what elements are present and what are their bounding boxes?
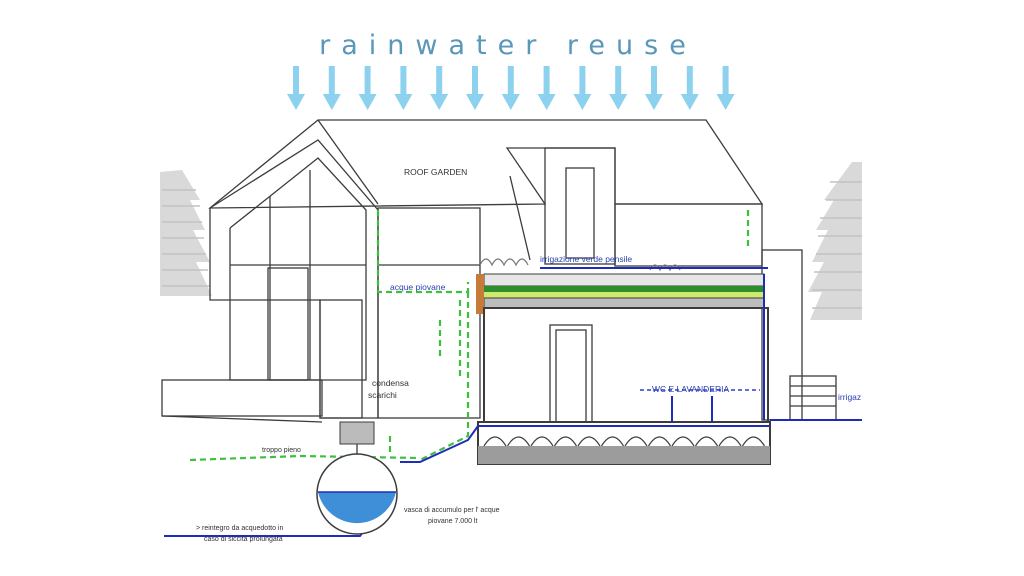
foundation (477, 421, 771, 465)
label-piovane: piovane 7.000 lt (428, 518, 477, 525)
rain-arrow-icon (573, 66, 592, 110)
foundation-arch (718, 436, 742, 447)
rain-arrow-icon (358, 66, 377, 110)
foundation-arch (624, 436, 648, 447)
label-vasca: vasca di accumulo per l' acque (404, 507, 500, 514)
rain-arrow-icon (466, 66, 484, 110)
foundation-arch (553, 436, 578, 447)
rain-arrow-icon (645, 66, 663, 110)
rain-arrow-icon (537, 66, 556, 110)
rain-arrow-icon (716, 66, 735, 110)
rain-arrow-icon (430, 66, 449, 110)
rain-arrow-icon (322, 66, 341, 110)
labels: ROOF GARDEN irrigazione verde pensile ac… (196, 167, 861, 543)
base-platform (161, 379, 323, 423)
label-wc-lavanderia: WC E LAVANDERIA (652, 384, 729, 394)
tree-right (808, 162, 862, 320)
label-acque-piovane: acque piovane (390, 282, 446, 292)
rain-arrow-icon (501, 66, 520, 110)
label-troppo-pieno: troppo pieno (262, 447, 301, 454)
foundation-arch (577, 436, 601, 447)
staircase (770, 375, 862, 421)
foundation-arch (694, 436, 719, 447)
rain-arrows (287, 66, 735, 110)
label-reintegro-2: caso di siccità prolungata (204, 536, 283, 543)
foundation-arch (671, 436, 695, 447)
dormer (544, 147, 616, 265)
label-irrigation: irrigazione verde pensile (540, 254, 632, 264)
foundation-arch (600, 436, 625, 447)
ground-floor-block (483, 307, 769, 423)
rain-arrow-icon (394, 66, 413, 110)
foundation-arch (647, 436, 672, 447)
house-roof (208, 119, 764, 209)
diagram-title: rainwater reuse (319, 30, 697, 61)
storage-tank (316, 421, 398, 535)
tree-left (160, 170, 212, 296)
rain-arrow-icon (287, 66, 305, 110)
foundation-arch (483, 436, 507, 447)
label-roof-garden: ROOF GARDEN (404, 167, 467, 177)
label-reintegro-1: > reintegro da acquedotto in (196, 525, 283, 532)
label-condensa: condensa (372, 378, 409, 388)
gable-wing (209, 139, 379, 419)
rain-arrow-icon (680, 66, 699, 110)
rain-arrow-icon (609, 66, 628, 110)
water-supply-pipes (164, 274, 765, 537)
foundation-arch (506, 436, 531, 447)
foundation-arch (741, 436, 766, 447)
label-scarichi: scarichi (368, 390, 397, 400)
roof-garden-slab (476, 258, 768, 314)
rainwater-pipes (189, 210, 750, 462)
foundation-arch (530, 436, 554, 447)
label-irrigaz: irrigaz (838, 392, 861, 402)
